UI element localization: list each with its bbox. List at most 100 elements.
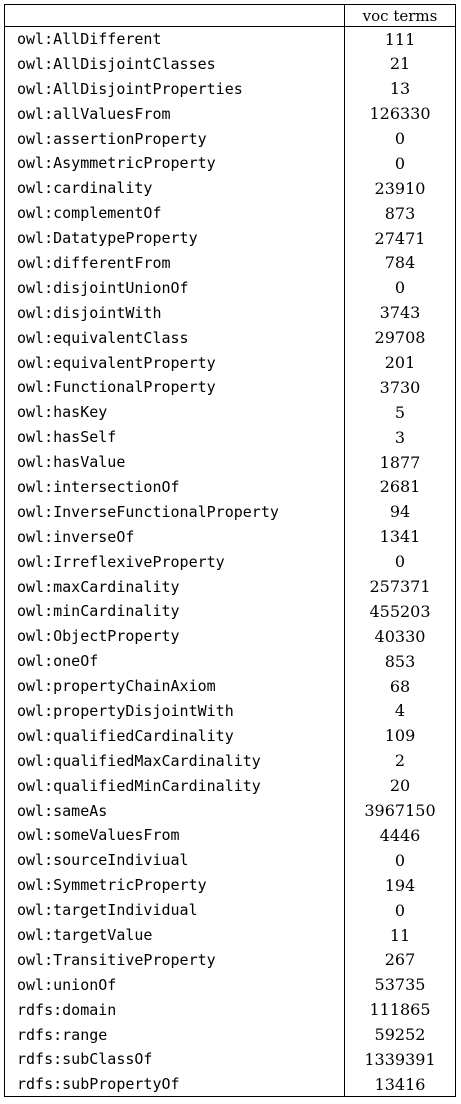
term-cell: owl:TransitiveProperty — [4, 947, 345, 973]
term-cell: owl:AsymmetricProperty — [4, 150, 345, 176]
term-cell: owl:InverseFunctionalProperty — [4, 499, 345, 525]
count-cell: 0 — [344, 126, 456, 151]
term-cell: owl:AllDisjointProperties — [4, 76, 345, 102]
term-cell: owl:qualifiedMaxCardinality — [4, 748, 345, 774]
count-cell: 68 — [344, 673, 456, 699]
count-cell: 2681 — [344, 474, 456, 500]
count-cell: 455203 — [344, 598, 456, 624]
count-cell: 109 — [344, 723, 456, 749]
count-cell: 3743 — [344, 300, 456, 326]
count-cell: 40330 — [344, 623, 456, 649]
count-cell: 0 — [344, 549, 456, 575]
count-cell: 1877 — [344, 449, 456, 475]
count-cell: 0 — [344, 150, 456, 176]
count-cell: 59252 — [344, 1022, 456, 1048]
count-cell: 21 — [344, 51, 456, 77]
term-cell: owl:sameAs — [4, 798, 345, 823]
count-cell: 853 — [344, 648, 456, 674]
term-cell: owl:ObjectProperty — [4, 623, 345, 649]
term-cell: owl:allValuesFrom — [4, 101, 345, 127]
count-cell: 0 — [344, 275, 456, 301]
term-cell: owl:cardinality — [4, 175, 345, 201]
count-cell: 11 — [344, 922, 456, 948]
count-cell: 23910 — [344, 175, 456, 201]
term-cell: owl:AllDisjointClasses — [4, 51, 345, 77]
count-cell: 111 — [344, 26, 456, 52]
term-cell: owl:targetValue — [4, 922, 345, 948]
term-cell: owl:complementOf — [4, 200, 345, 226]
term-cell: owl:FunctionalProperty — [4, 374, 345, 400]
term-cell: owl:SymmetricProperty — [4, 872, 345, 898]
term-cell: owl:sourceIndiviual — [4, 847, 345, 873]
count-cell: 1339391 — [344, 1047, 456, 1072]
term-cell: owl:propertyDisjointWith — [4, 698, 345, 724]
count-cell: 3967150 — [344, 798, 456, 823]
term-cell: owl:minCardinality — [4, 598, 345, 624]
term-cell: rdfs:subPropertyOf — [4, 1071, 345, 1098]
term-cell: owl:equivalentProperty — [4, 350, 345, 375]
header-term — [4, 4, 345, 27]
count-cell: 111865 — [344, 997, 456, 1023]
term-cell: owl:hasKey — [4, 399, 345, 425]
term-cell: owl:differentFrom — [4, 250, 345, 276]
header-row: voc terms — [4, 4, 456, 27]
count-cell: 4446 — [344, 823, 456, 848]
count-cell: 2 — [344, 748, 456, 774]
term-cell: owl:inverseOf — [4, 524, 345, 550]
count-cell: 5 — [344, 399, 456, 425]
term-cell: owl:DatatypeProperty — [4, 225, 345, 251]
count-cell: 194 — [344, 872, 456, 898]
header-voc-terms: voc terms — [344, 4, 456, 27]
count-cell: 20 — [344, 773, 456, 799]
term-cell: owl:disjointWith — [4, 300, 345, 326]
term-cell: owl:assertionProperty — [4, 126, 345, 151]
count-cell: 257371 — [344, 574, 456, 599]
count-cell: 94 — [344, 499, 456, 525]
count-cell: 1341 — [344, 524, 456, 550]
count-cell: 3730 — [344, 374, 456, 400]
count-cell: 4 — [344, 698, 456, 724]
term-cell: owl:IrreflexiveProperty — [4, 549, 345, 575]
term-cell: owl:intersectionOf — [4, 474, 345, 500]
table-header: voc terms — [4, 4, 456, 27]
term-cell: rdfs:subClassOf — [4, 1047, 345, 1072]
count-cell: 53735 — [344, 972, 456, 998]
term-cell: owl:hasSelf — [4, 424, 345, 450]
